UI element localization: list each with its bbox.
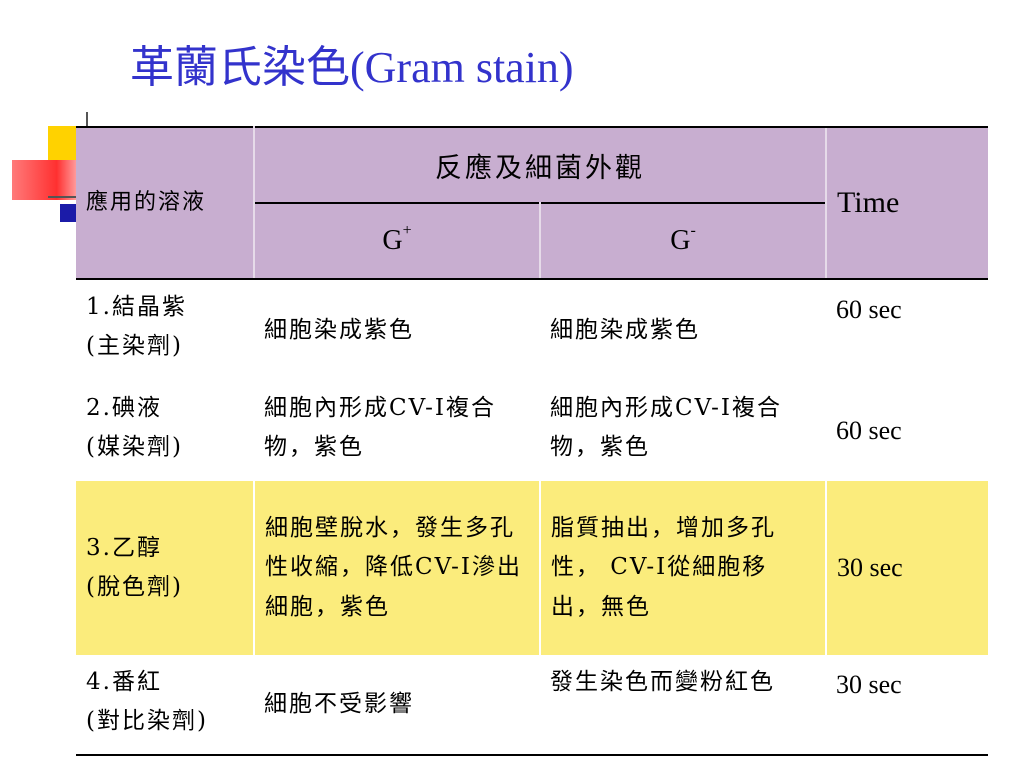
gram-negative-base: G — [670, 225, 691, 256]
decor-blue-square — [60, 204, 78, 222]
header-solution: 應用的溶液 — [76, 126, 255, 280]
table-row: 3.乙醇 (脫色劑) 細胞壁脫水，發生多孔性收縮，降低CV-I滲出細胞，紫色 脂質… — [76, 481, 988, 655]
step-name: 1.結晶紫 — [86, 294, 187, 320]
step-name: 3.乙醇 — [86, 534, 162, 561]
table-row: 1.結晶紫 (主染劑) 細胞染成紫色 細胞染成紫色 60 sec — [76, 279, 988, 381]
gram-positive-sup: + — [402, 221, 412, 239]
gram-negative-cell: 脂質抽出，增加多孔性， CV-I從細胞移出，無色 — [540, 481, 827, 655]
step-name: 4.番紅 — [86, 669, 162, 695]
gram-positive-cell: 細胞壁脫水，發生多孔性收縮，降低CV-I滲出細胞，紫色 — [254, 481, 541, 655]
slide-title-cjk: 革蘭氏染色 — [130, 42, 350, 93]
gram-negative-sup: - — [690, 221, 696, 239]
time-cell: 60 sec — [836, 295, 902, 324]
step-name: 2.碘液 — [86, 395, 162, 421]
gram-positive-cell: 細胞內形成CV-I複合物，紫色 — [264, 395, 496, 461]
time-cell: 30 sec — [836, 670, 902, 699]
gram-negative-cell: 細胞染成紫色 — [550, 316, 700, 343]
step-role: (對比染劑) — [86, 708, 208, 735]
gram-stain-table: 應用的溶液 反應及細菌外觀 Time G+ G- 1.結晶紫(主染劑) 細胞染成… — [76, 126, 988, 756]
decor-red-bar — [12, 160, 76, 200]
step-role: (主染劑) — [86, 333, 183, 360]
gram-negative-cell: 發生染色而變粉紅色 — [550, 669, 775, 695]
step-cell: 3.乙醇 (脫色劑) — [76, 481, 255, 655]
step-role: (媒染劑) — [86, 434, 183, 461]
header-gram-negative: G- — [540, 202, 826, 280]
table-row: 2.碘液 (媒染劑) 細胞內形成CV-I複合物，紫色 細胞內形成CV-I複合物，紫… — [76, 381, 988, 481]
time-cell: 60 sec — [836, 415, 902, 445]
header-time: Time — [825, 126, 988, 280]
gram-positive-base: G — [382, 225, 403, 256]
decor-horizontal-line — [48, 196, 78, 198]
time-cell: 30 sec — [837, 552, 903, 582]
gram-positive-cell: 細胞不受影響 — [264, 690, 414, 717]
header-gram-positive: G+ — [254, 202, 541, 280]
slide-title-latin: (Gram stain) — [350, 43, 574, 92]
gram-negative-cell: 細胞內形成CV-I複合物，紫色 — [550, 395, 782, 461]
step-cell: 1.結晶紫 (主染劑) — [76, 279, 254, 381]
header-row-2: G+ G- — [76, 202, 988, 280]
header-row-1: 應用的溶液 反應及細菌外觀 Time — [76, 126, 988, 280]
slide-title: 革蘭氏染色(Gram stain) — [130, 42, 574, 93]
gram-positive-cell: 細胞染成紫色 — [264, 316, 414, 343]
step-cell: 4.番紅 (對比染劑) — [76, 655, 254, 755]
header-reaction-group: 反應及細菌外觀 — [254, 126, 826, 203]
step-role: (脫色劑) — [86, 574, 183, 600]
step-cell: 2.碘液 (媒染劑) — [76, 381, 254, 481]
table-row: 4.番紅 (對比染劑) 細胞不受影響 發生染色而變粉紅色 30 sec — [76, 655, 988, 755]
